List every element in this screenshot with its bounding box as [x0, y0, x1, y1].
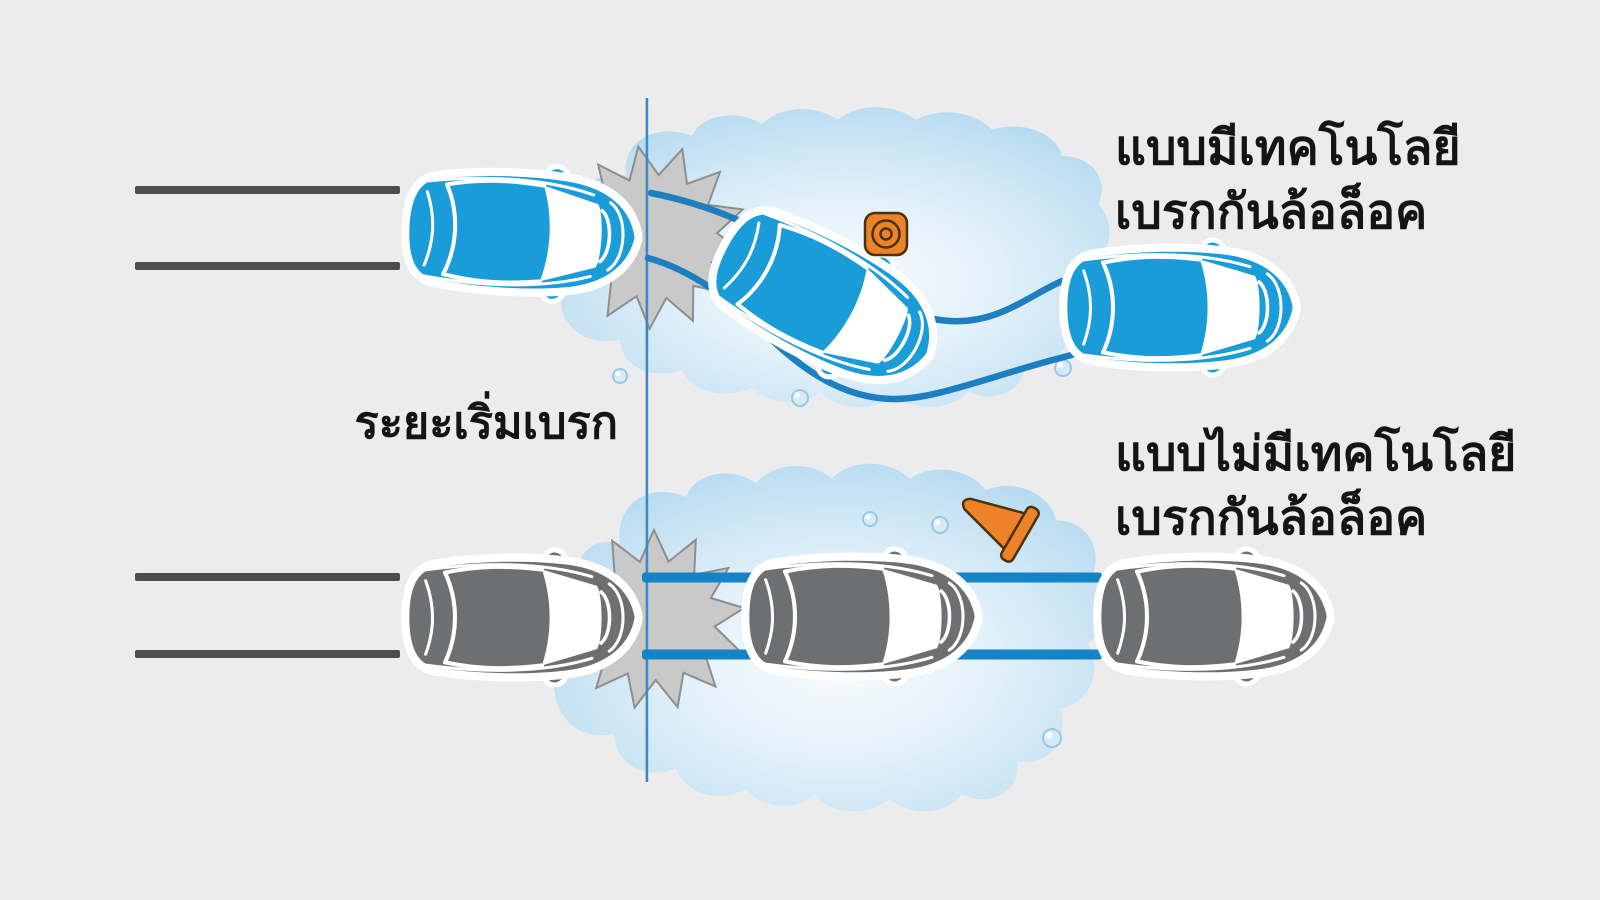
label-with-abs: แบบมีเทคโนโลยี เบรกกันล้อล็อค: [1115, 116, 1461, 244]
label-without-abs-line1: แบบไม่มีเทคโนโลยี: [1115, 426, 1517, 482]
label-without-abs-line2: เบรกกันล้อล็อค: [1115, 490, 1428, 546]
road-lines-bottom: [135, 573, 400, 658]
car-no-abs-skidding: [745, 549, 979, 684]
label-with-abs-line2: เบรกกันล้อล็อค: [1115, 184, 1428, 240]
road-lines-top: [135, 186, 400, 270]
traffic-cone-icon: [961, 497, 1040, 563]
label-with-abs-line1: แบบมีเทคโนโลยี: [1115, 120, 1461, 176]
barrel-obstacle-icon: [863, 211, 909, 257]
label-without-abs: แบบไม่มีเทคโนโลยี เบรกกันล้อล็อค: [1115, 422, 1516, 550]
water-droplets: [565, 359, 1072, 748]
brake-start-line: [645, 98, 649, 782]
car-with-abs-stopped: [1063, 240, 1297, 375]
label-brake-start-distance: ระยะเริ่มเบรก: [354, 396, 618, 449]
car-no-abs-crashed: [1097, 549, 1331, 684]
car-no-abs-braking: [405, 550, 639, 685]
